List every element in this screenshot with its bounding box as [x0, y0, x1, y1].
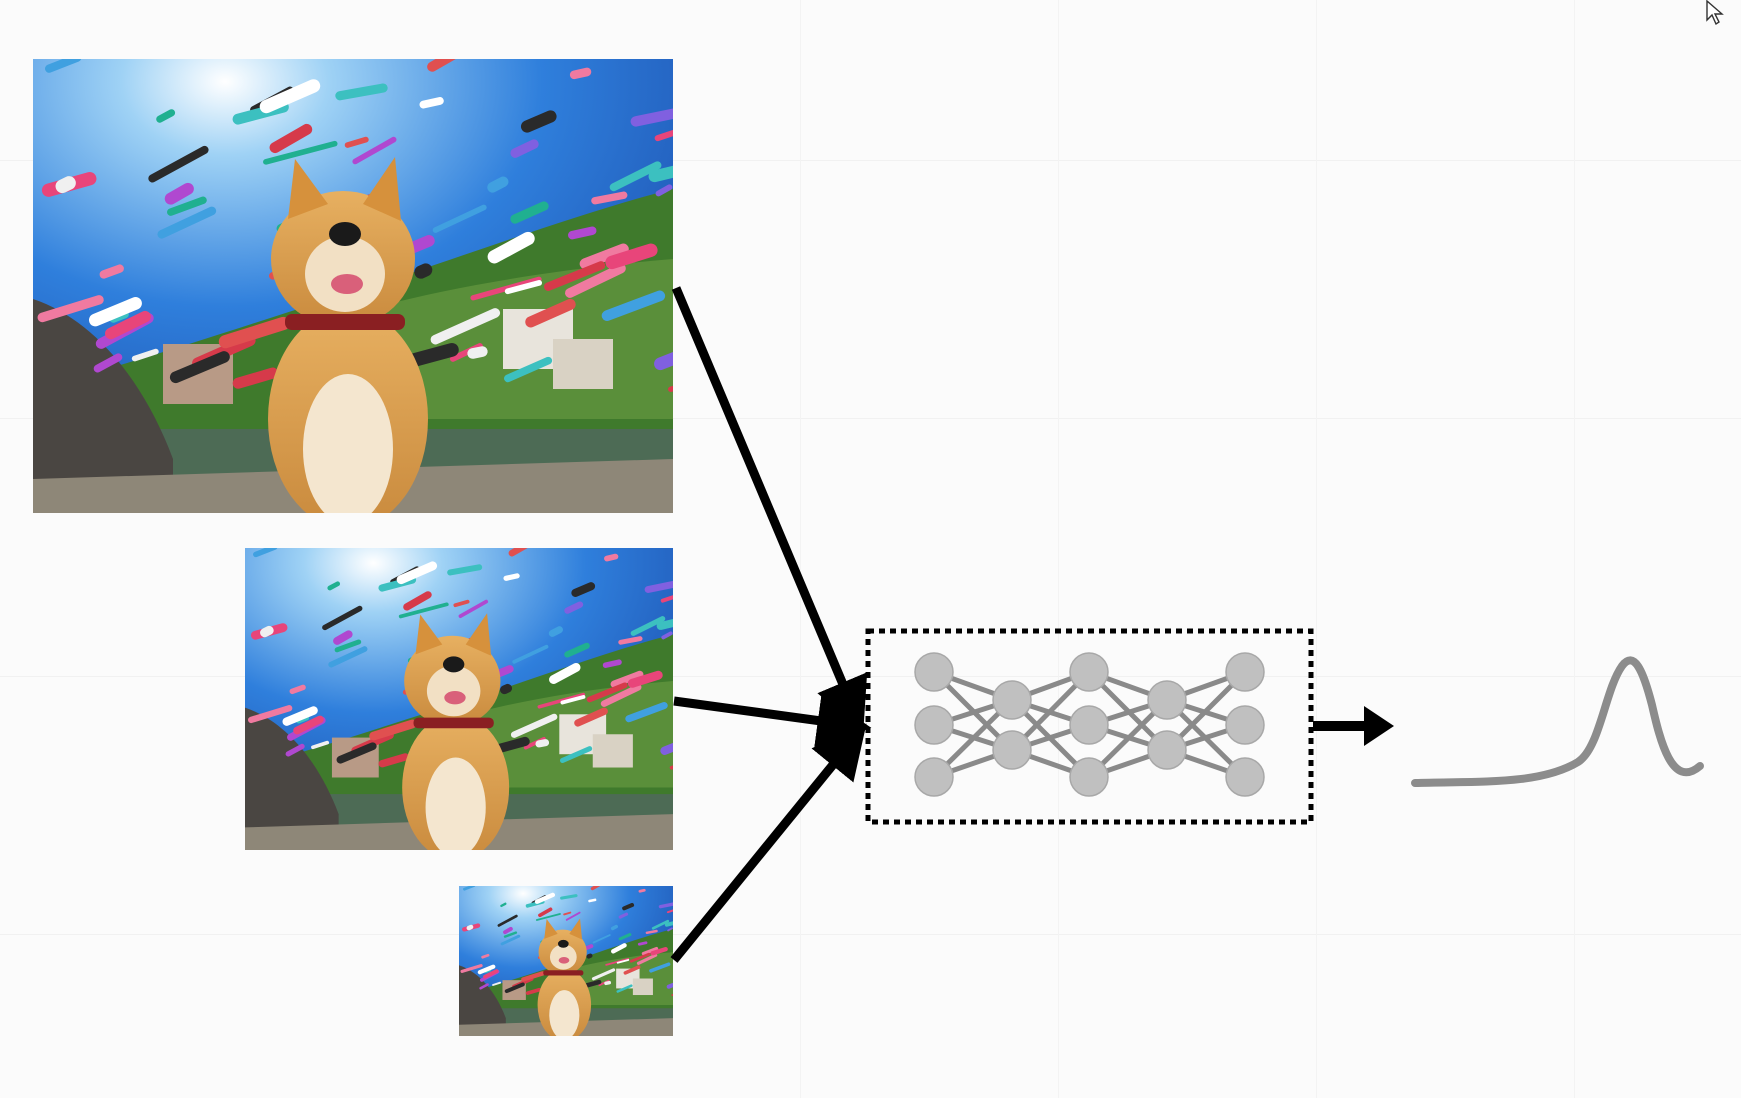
grid-line: [800, 0, 801, 1098]
network-node: [1225, 705, 1265, 745]
output-distribution-curve: [1411, 656, 1704, 787]
network-node: [1225, 757, 1265, 797]
network-node: [914, 652, 954, 692]
network-node: [992, 680, 1032, 720]
network-node: [1225, 652, 1265, 692]
network-box: [865, 628, 1314, 825]
mouse-pointer-icon: [1706, 0, 1724, 26]
grid-line: [1316, 0, 1317, 1098]
network-node: [1069, 757, 1109, 797]
network-node: [992, 730, 1032, 770]
grid-line: [1574, 0, 1575, 1098]
grid-line: [0, 160, 1741, 161]
small-dog-photo: [459, 886, 673, 1036]
network-node: [1147, 730, 1187, 770]
arrow-medium-to-network: [673, 693, 872, 748]
arrow-small-to-network: [670, 723, 867, 963]
network-node: [914, 705, 954, 745]
grid-line: [0, 418, 1741, 419]
large-dog-photo: [33, 59, 673, 513]
network-node: [1069, 705, 1109, 745]
network-node: [1069, 652, 1109, 692]
network-node: [914, 757, 954, 797]
neural-network: [914, 652, 1265, 797]
grid-line: [0, 934, 1741, 935]
output-arrow-head: [1364, 706, 1394, 746]
arrow-large-to-network: [671, 286, 868, 733]
medium-dog-photo: [245, 548, 673, 850]
grid-line: [1058, 0, 1059, 1098]
network-node: [1147, 680, 1187, 720]
